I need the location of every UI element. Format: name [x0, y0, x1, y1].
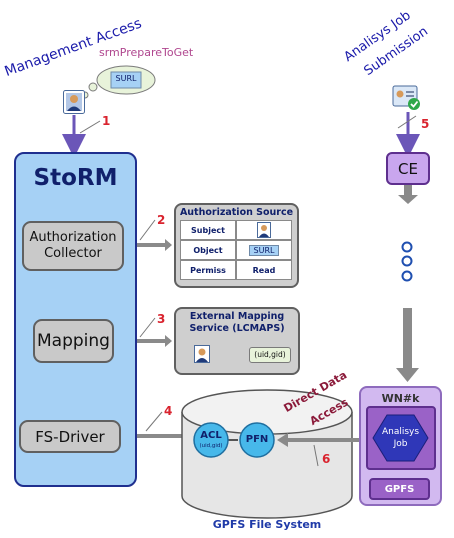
step-1-tick	[79, 120, 101, 134]
authorization-source-title: Authorization Source	[179, 207, 294, 218]
srm-call-label: srmPrepareToGet	[99, 46, 194, 59]
analysis-job-line2: Job	[393, 439, 408, 449]
mapping-module: Mapping	[33, 319, 114, 363]
authorization-collector-line2: Collector	[44, 246, 102, 261]
step-number-2: 2	[157, 213, 166, 227]
mapping-result-chip: (uid,gid)	[249, 347, 291, 363]
job-submitter-icon	[392, 84, 422, 112]
subject-user-icon	[257, 222, 271, 238]
srm-bubble-text: SURL	[115, 74, 137, 83]
auth-row-permiss-key: Permiss	[180, 260, 236, 280]
external-mapping-panel: External Mapping Service (LCMAPS) (uid,g…	[174, 307, 300, 375]
auth-row-subject-value	[236, 220, 292, 240]
acl-circle	[193, 422, 229, 458]
authorization-source-panel: Authorization Source Subject Object SURL…	[174, 203, 299, 288]
acl-label: ACL	[200, 430, 222, 441]
step-5-tick	[397, 115, 417, 129]
auth-row-object-chip: SURL	[248, 244, 280, 256]
fs-driver-module: FS-Driver	[19, 420, 121, 453]
step-number-3: 3	[157, 312, 166, 326]
management-user-icon	[63, 90, 85, 114]
step-3-tick	[139, 317, 156, 338]
worker-gpfs-client: GPFS	[369, 478, 430, 500]
analysis-job-shape	[372, 414, 429, 462]
lcmaps-user-icon	[194, 345, 210, 363]
gpfs-filesystem-label: GPFS File System	[212, 518, 322, 531]
ce-down-shaft	[404, 185, 412, 195]
auth-row-object-key: Object	[180, 240, 236, 260]
step-2-tick	[139, 219, 156, 241]
ellipsis-dot-2	[401, 255, 413, 267]
authorization-collector: Authorization Collector	[22, 221, 124, 271]
auth-row-object-value: SURL	[236, 240, 292, 260]
step-number-1: 1	[102, 114, 111, 128]
ellipsis-dot-1	[401, 241, 413, 253]
worker-node-label: WN#k	[381, 392, 420, 405]
ellipsis-dot-3	[401, 270, 413, 282]
step-6-tick	[313, 444, 319, 467]
authorization-collector-line1: Authorization	[29, 230, 117, 245]
pfn-circle	[239, 422, 275, 458]
auth-row-permiss-value: Read	[236, 260, 292, 280]
acl-sublabel: (uid,gid)	[199, 443, 223, 449]
step-number-5: 5	[421, 117, 430, 131]
computing-element: CE	[386, 152, 430, 185]
pfn-label: PFN	[245, 434, 269, 445]
surl-chip	[110, 71, 142, 89]
analysis-job-line1: Analisys	[381, 427, 420, 437]
wn-down-shaft	[403, 308, 412, 370]
step-4-tick	[145, 411, 163, 432]
external-mapping-title-line2: Service (LCMAPS)	[189, 323, 285, 334]
storm-title: StoRM	[33, 165, 118, 191]
auth-row-subject-key: Subject	[180, 220, 236, 240]
external-mapping-title-line1: External Mapping	[189, 311, 285, 322]
step-number-6: 6	[322, 452, 331, 466]
bubble-dot-medium	[88, 82, 98, 92]
step-number-4: 4	[164, 404, 173, 418]
